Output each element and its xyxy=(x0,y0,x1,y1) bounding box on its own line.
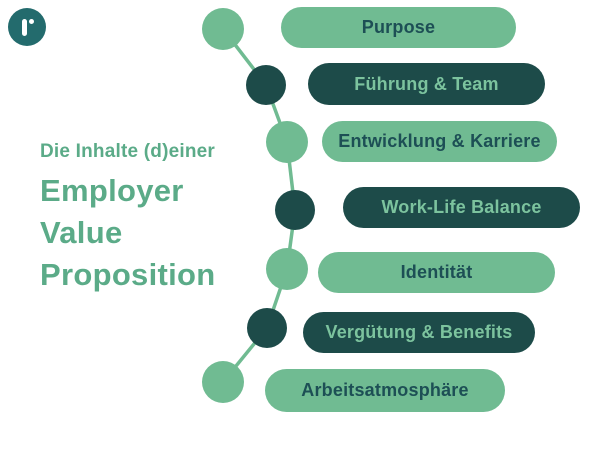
pill-entwicklung-karriere: Entwicklung & Karriere xyxy=(322,121,557,162)
pill-arbeitsatmosphaere: Arbeitsatmosphäre xyxy=(265,369,505,412)
title-line-value: Value xyxy=(40,215,123,250)
pill-verguetung-benefits: Vergütung & Benefits xyxy=(303,312,535,353)
title-intro: Die Inhalte (d)einer xyxy=(40,141,216,162)
logo-r-icon xyxy=(22,19,27,36)
logo-r-dot-icon xyxy=(29,19,34,24)
chain-node-1 xyxy=(202,8,244,50)
chain-node-4 xyxy=(275,190,315,230)
pill-fuehrung-team: Führung & Team xyxy=(308,63,545,105)
chain-node-3 xyxy=(266,121,308,163)
pill-identitaet: Identität xyxy=(318,252,555,293)
title-block: Die Inhalte (d)einer Employer Value Prop… xyxy=(40,140,216,296)
pill-work-life-balance: Work-Life Balance xyxy=(343,187,580,228)
chain-node-5 xyxy=(266,248,308,290)
chain-node-7 xyxy=(202,361,244,403)
pill-purpose: Purpose xyxy=(281,7,516,48)
chain-node-6 xyxy=(247,308,287,348)
brand-logo xyxy=(8,8,46,46)
title-line-proposition: Proposition xyxy=(40,257,216,292)
chain-node-2 xyxy=(246,65,286,105)
title-line-employer: Employer xyxy=(40,173,184,208)
